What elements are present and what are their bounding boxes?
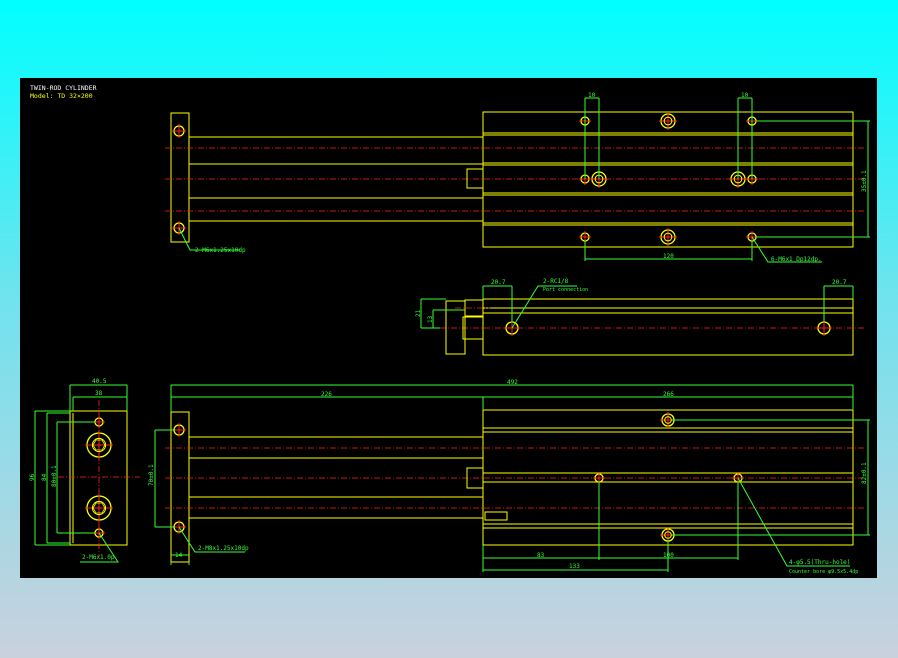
dim-total-492: 492 — [507, 379, 518, 386]
counterbore-inner — [663, 116, 673, 126]
dim-end-38: 38 — [95, 390, 103, 397]
front-flange — [170, 411, 190, 563]
dim-end-96: 96 — [29, 473, 36, 481]
end-plate — [69, 410, 128, 546]
top-rod-end-block — [466, 168, 484, 189]
dim-front-82: 82±0.1 — [861, 462, 868, 484]
drawing-labels: TWIN-ROD CYLINDER Model: TD 32×200 10 10… — [29, 84, 868, 575]
hex-socket-icon — [92, 502, 106, 514]
note-port-sub: Port connection — [543, 287, 588, 293]
cad-drawing-canvas: TWIN-ROD CYLINDER Model: TD 32×200 10 10… — [20, 78, 877, 578]
nameplate-label — [484, 511, 508, 521]
dim-side-20-7-right: 20.7 — [832, 279, 847, 286]
counterbore-inner — [91, 500, 107, 516]
dim-front-70: 70±0.1 — [148, 464, 155, 486]
note-counterbore: Counter bore φ9.5x5.4dp — [789, 569, 858, 575]
dim-top-35: 35±0.1 — [861, 170, 868, 192]
side-rod-block — [462, 316, 484, 340]
top-flange — [170, 112, 190, 243]
dim-side-13: 13 — [427, 315, 434, 323]
leader-end-holes — [80, 532, 119, 563]
dim-226: 226 — [321, 391, 332, 398]
dim-133: 133 — [569, 563, 580, 570]
side-rod-collar — [464, 299, 484, 317]
dim-end-84: 84 — [41, 473, 48, 481]
leader-front-flange — [178, 526, 245, 553]
dim-side-20-7-left: 20.7 — [491, 279, 506, 286]
note-end-holes: 2-M6x1.0p — [82, 554, 115, 561]
dim-83: 83 — [537, 552, 545, 559]
leader-mount-holes — [751, 236, 822, 263]
counterbore-inner — [664, 416, 672, 424]
drawing-model: Model: TD 32×200 — [30, 92, 93, 100]
front-rod-end-block — [466, 467, 484, 489]
dim-100: 100 — [663, 552, 674, 559]
dim-side-21: 21 — [415, 309, 422, 317]
counterbore-inner — [664, 531, 672, 539]
dim-top-10-left: 10 — [588, 92, 596, 99]
note-mount-holes: 6-M6x1 Dp12dp. — [771, 256, 822, 263]
hex-socket-icon — [92, 439, 106, 451]
note-port: 2-RC1/8 — [543, 278, 569, 285]
note-top-flange-holes: 2-M6x1.25x10dp — [195, 247, 246, 254]
leader-port — [511, 285, 577, 329]
drawing-title: TWIN-ROD CYLINDER — [30, 84, 97, 92]
dim-end-40-5: 40.5 — [92, 378, 107, 385]
note-thru-hole: 4-φ5.5(Thru-hole) — [789, 559, 850, 566]
dim-266: 266 — [663, 391, 674, 398]
leader-top-flange — [178, 227, 240, 251]
side-end-plate — [445, 300, 466, 355]
dim-front-14: 14 — [175, 552, 183, 559]
dim-top-120: 120 — [663, 253, 674, 260]
counterbore-inner — [91, 437, 107, 453]
leader-thru-hole — [737, 477, 850, 567]
note-front-flange-holes: 2-M8x1.25x10dp — [198, 545, 249, 552]
counterbore-inner — [663, 232, 673, 242]
dim-end-80: 80±0.1 — [51, 465, 58, 487]
dim-top-10-right: 10 — [741, 92, 749, 99]
drawing-geometry — [34, 97, 870, 572]
